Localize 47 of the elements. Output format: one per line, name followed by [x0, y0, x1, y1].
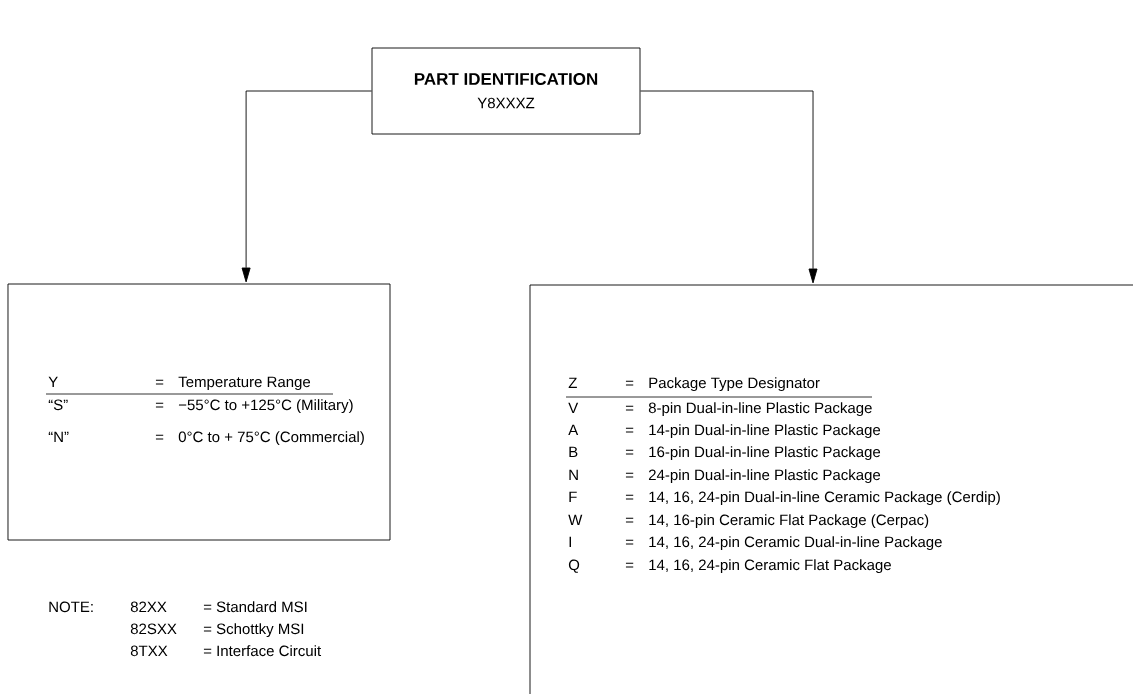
code-letter: B — [569, 446, 578, 457]
description-text: 14, 16, 24-pin Ceramic Dual-in-line Package — [649, 536, 942, 551]
note-code: 82SXX — [130, 623, 177, 635]
description-text: 24-pin Dual-in-line Plastic Package — [648, 469, 881, 484]
code-letter: “S” — [48, 399, 68, 411]
equals-sign: = — [625, 380, 634, 386]
description-text: Package Type Designator — [649, 377, 820, 392]
equals-sign: = — [625, 562, 634, 568]
equals-sign: = — [625, 427, 634, 433]
equals-sign: = — [625, 539, 634, 545]
code-letter: A — [568, 424, 579, 435]
code-letter: I — [569, 536, 571, 547]
equals-sign: = — [625, 494, 634, 500]
description-text: 14-pin Dual-in-line Plastic Package — [649, 424, 881, 439]
arrow — [241, 90, 372, 283]
description-text: Temperature Range — [178, 376, 311, 391]
equals-sign: = — [625, 405, 634, 411]
equals-sign: = — [625, 517, 634, 523]
code-letter: N — [569, 469, 578, 480]
part-code: Y8XXXZ — [477, 97, 535, 109]
code-letter: W — [568, 514, 583, 525]
code-letter: Z — [568, 377, 577, 388]
note-code: 82XX — [130, 601, 167, 613]
description-text: 14, 16, 24-pin Dual-in-line Ceramic Package (Cerdip) — [649, 491, 1000, 506]
equals-sign: = — [155, 379, 164, 385]
arrow — [640, 90, 818, 284]
code-letter: “N” — [48, 431, 69, 442]
equals-sign: = — [155, 434, 164, 440]
note-text: = Standard MSI — [203, 601, 307, 613]
description-text: 14, 16, 24-pin Ceramic Flat Package — [649, 559, 891, 574]
note-heading: NOTE: — [49, 601, 93, 613]
description-text: 0°C to + 75°C (Commercial) — [178, 431, 364, 446]
equals-sign: = — [155, 402, 164, 408]
description-text: 16-pin Dual-in-line Plastic Package — [649, 446, 881, 461]
code-letter: V — [568, 402, 579, 413]
description-text: −55°C to +125°C (Military) — [178, 399, 353, 414]
box-title: PART IDENTIFICATION — [414, 73, 598, 86]
note-text: = Interface Circuit — [203, 645, 322, 657]
note-text: = Schottky MSI — [203, 623, 304, 638]
description-text: 8-pin Dual-in-line Plastic Package — [648, 402, 872, 417]
code-letter: Q — [568, 559, 580, 573]
equals-sign: = — [625, 472, 634, 478]
note-code: 8TXX — [130, 645, 168, 657]
code-letter: Y — [48, 376, 58, 387]
equals-sign: = — [625, 449, 634, 455]
description-text: 14, 16-pin Ceramic Flat Package (Cerpac) — [649, 514, 929, 529]
code-letter: F — [569, 491, 577, 502]
